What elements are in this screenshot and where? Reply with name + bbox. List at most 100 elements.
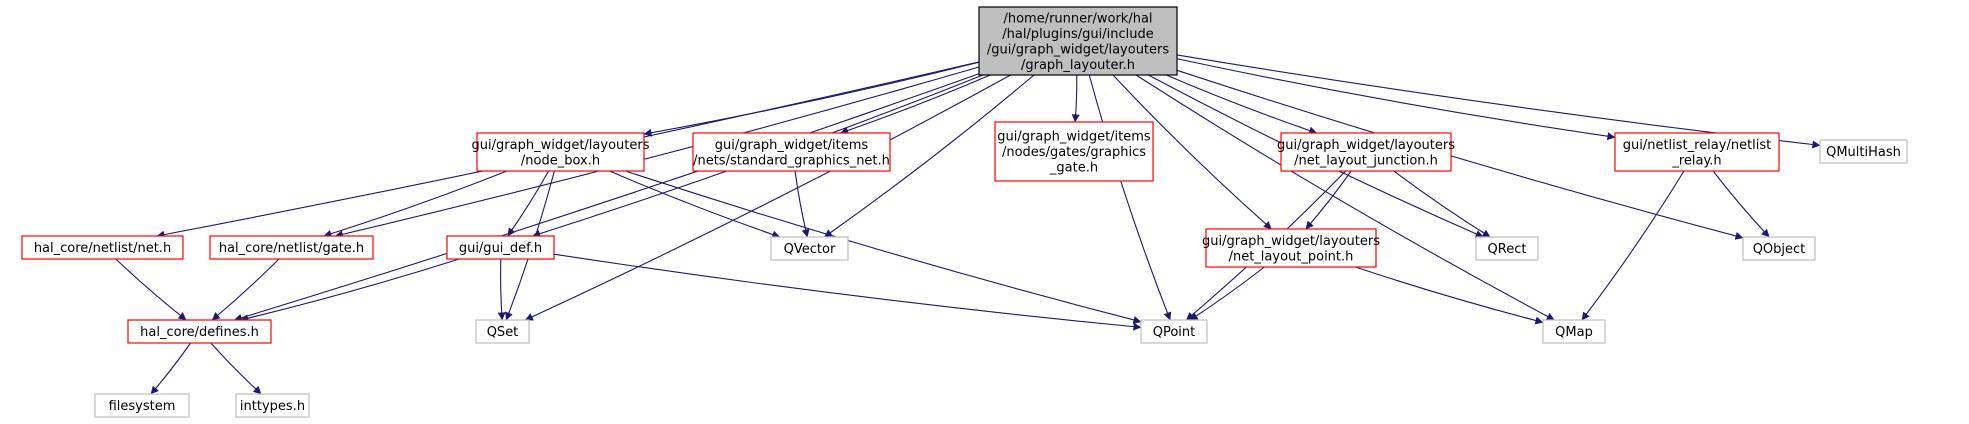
edge-standard-graphics-net-to-qvector xyxy=(794,170,810,238)
qset-box xyxy=(475,319,530,344)
gui-def-box xyxy=(446,235,555,260)
edge-netlist-relay-to-qmap xyxy=(1581,170,1685,321)
edge-root-to-netlist-relay xyxy=(1176,58,1616,141)
defines-node[interactable]: hal_core/defines.h xyxy=(127,319,272,344)
qmultihash-label-line: QMultiHash xyxy=(1826,145,1901,160)
qset-node[interactable]: QSet xyxy=(475,319,530,344)
edge-root-to-net-layout-junction xyxy=(1166,74,1318,135)
net-node[interactable]: hal_core/netlist/net.h xyxy=(21,235,184,260)
standard-graphics-net-label-line: gui/graph_widget/items xyxy=(715,138,869,153)
standard-graphics-net-node[interactable]: gui/graph_widget/items/nets/standard_gra… xyxy=(692,132,891,172)
edge-gui-def-to-qpoint xyxy=(553,253,1142,331)
edge-net-layout-point-to-qpoint xyxy=(1189,266,1265,321)
edge-node-box-to-qvector xyxy=(609,170,781,239)
edge-net-layout-point-to-qmap xyxy=(1355,266,1544,325)
edge-netlist-relay-to-qobject xyxy=(1712,170,1770,238)
edge-root-to-standard-graphics-gate xyxy=(1071,74,1080,123)
edge-node-box-to-qpoint xyxy=(625,170,1142,324)
defines-box xyxy=(127,319,272,344)
edge-node-box-to-gate xyxy=(323,170,508,238)
qpoint-box xyxy=(1140,319,1208,344)
filesystem-label-line: filesystem xyxy=(109,399,176,414)
edge-root-to-qobject xyxy=(1176,69,1744,240)
qmap-node[interactable]: QMap xyxy=(1542,319,1606,344)
inttypes-box xyxy=(235,393,310,418)
edge-net-layout-junction-to-qrect xyxy=(1393,170,1491,238)
edge-root-to-gate xyxy=(334,66,980,239)
qrect-box xyxy=(1475,236,1539,261)
net-layout-junction-label-line: gui/graph_widget/layouters xyxy=(1277,138,1455,153)
net-layout-point-node[interactable]: gui/graph_widget/layouters/net_layout_po… xyxy=(1202,228,1380,268)
root-label-line: /hal/plugins/gui/include xyxy=(1002,27,1154,42)
edge-net-layout-junction-to-net-layout-point xyxy=(1305,170,1352,230)
node-box-label-line: /node_box.h xyxy=(521,153,600,168)
gate-box xyxy=(209,235,374,260)
filesystem-box xyxy=(94,393,190,418)
qrect-label-line: QRect xyxy=(1488,242,1527,257)
root-node: /home/runner/work/hal/hal/plugins/gui/in… xyxy=(978,6,1178,76)
edge-root-to-qset xyxy=(524,74,1011,321)
standard-graphics-gate-node[interactable]: gui/graph_widget/items/nodes/gates/graph… xyxy=(994,121,1154,182)
qvector-label-line: QVector xyxy=(784,242,836,257)
qmultihash-box xyxy=(1819,139,1908,164)
edge-net-to-defines xyxy=(115,258,187,321)
edge-gate-to-defines xyxy=(211,258,280,321)
qobject-label-line: QObject xyxy=(1753,242,1806,257)
net-layout-junction-node[interactable]: gui/graph_widget/layouters/net_layout_ju… xyxy=(1277,132,1455,172)
nodes-layer: /home/runner/work/hal/hal/plugins/gui/in… xyxy=(21,6,1908,418)
gui-def-label-line: gui/gui_def.h xyxy=(459,241,542,256)
net-box xyxy=(21,235,184,260)
edge-root-to-qpoint xyxy=(1088,74,1172,321)
inttypes-label-line: inttypes.h xyxy=(240,399,305,414)
edge-node-box-to-gui-def xyxy=(507,170,550,237)
edge-root-to-qmultihash xyxy=(1176,54,1821,149)
netlist-relay-label-line: _relay.h xyxy=(1671,153,1721,168)
node-box-label-line: gui/graph_widget/layouters xyxy=(472,138,650,153)
edge-root-to-standard-graphics-net xyxy=(840,74,991,135)
qvector-node[interactable]: QVector xyxy=(770,236,849,261)
edge-gui-def-to-qset xyxy=(497,258,506,321)
qmap-box xyxy=(1542,319,1606,344)
net-layout-point-box xyxy=(1205,228,1377,268)
qset-label-line: QSet xyxy=(487,325,519,340)
standard-graphics-gate-label-line: gui/graph_widget/items xyxy=(997,130,1151,145)
defines-label-line: hal_core/defines.h xyxy=(140,325,259,340)
filesystem-node[interactable]: filesystem xyxy=(94,393,190,418)
root-label-line: /home/runner/work/hal xyxy=(1003,11,1152,26)
node-box-node[interactable]: gui/graph_widget/layouters/node_box.h xyxy=(472,132,650,172)
edge-gui-def-to-defines xyxy=(240,258,460,323)
edge-root-to-node-box xyxy=(643,61,980,137)
edge-root-to-defines xyxy=(233,73,980,322)
qrect-node[interactable]: QRect xyxy=(1475,236,1539,261)
gui-def-node[interactable]: gui/gui_def.h xyxy=(446,235,555,260)
edge-root-to-qvector xyxy=(824,74,1035,238)
gate-node[interactable]: hal_core/netlist/gate.h xyxy=(209,235,374,260)
netlist-relay-box xyxy=(1614,132,1780,172)
standard-graphics-gate-label-line: _gate.h xyxy=(1049,161,1098,176)
net-layout-junction-box xyxy=(1280,132,1452,172)
inttypes-node[interactable]: inttypes.h xyxy=(235,393,310,418)
qvector-box xyxy=(770,236,849,261)
node-box-box xyxy=(476,132,645,172)
edge-defines-to-filesystem xyxy=(150,342,192,395)
qmultihash-node[interactable]: QMultiHash xyxy=(1819,139,1908,164)
qobject-node[interactable]: QObject xyxy=(1742,236,1816,261)
netlist-relay-node[interactable]: gui/netlist_relay/netlist_relay.h xyxy=(1614,132,1780,172)
edge-defines-to-inttypes xyxy=(210,342,262,395)
qpoint-node[interactable]: QPoint xyxy=(1140,319,1208,344)
qpoint-label-line: QPoint xyxy=(1153,325,1196,340)
gate-label-line: hal_core/netlist/gate.h xyxy=(219,241,364,256)
standard-graphics-gate-box xyxy=(994,121,1154,182)
root-label-line: /graph_layouter.h xyxy=(1021,58,1135,73)
qmap-label-line: QMap xyxy=(1555,325,1593,340)
edges-layer xyxy=(115,54,1821,395)
net-layout-point-label-line: /net_layout_point.h xyxy=(1229,249,1354,264)
edge-root-to-net-layout-point xyxy=(1112,74,1272,230)
standard-graphics-net-box xyxy=(692,132,891,172)
net-layout-point-label-line: gui/graph_widget/layouters xyxy=(1202,234,1380,249)
root-label-line: /gui/graph_widget/layouters xyxy=(987,42,1170,57)
standard-graphics-net-label-line: /nets/standard_graphics_net.h xyxy=(693,153,890,168)
root-box xyxy=(978,6,1178,76)
qobject-box xyxy=(1742,236,1816,261)
